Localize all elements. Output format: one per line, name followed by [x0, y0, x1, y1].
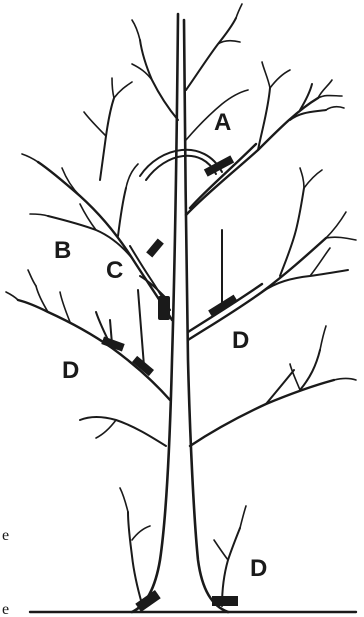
bottom-sucker-right [214, 506, 246, 606]
label-d-left: D [62, 357, 79, 384]
left-bottom-twig [80, 417, 166, 446]
cut-marker-b [146, 239, 164, 258]
pruning-cuts [101, 155, 238, 612]
label-a: A [214, 109, 231, 136]
label-d-bottom: D [250, 555, 267, 582]
cut-marker-bottom-right [212, 596, 238, 606]
upper-left-twig [132, 20, 178, 120]
upper-right-branch [186, 62, 344, 215]
edge-fragment-lower: e [2, 601, 9, 617]
label-d-right: D [232, 327, 249, 354]
cut-marker-c [158, 296, 170, 320]
left-lower-branch [6, 270, 170, 400]
label-b: B [54, 237, 71, 264]
label-c: C [106, 257, 123, 284]
bottom-sucker-left [120, 488, 150, 604]
right-lower-branch [190, 326, 356, 446]
edge-fragment-upper: e [2, 527, 9, 544]
